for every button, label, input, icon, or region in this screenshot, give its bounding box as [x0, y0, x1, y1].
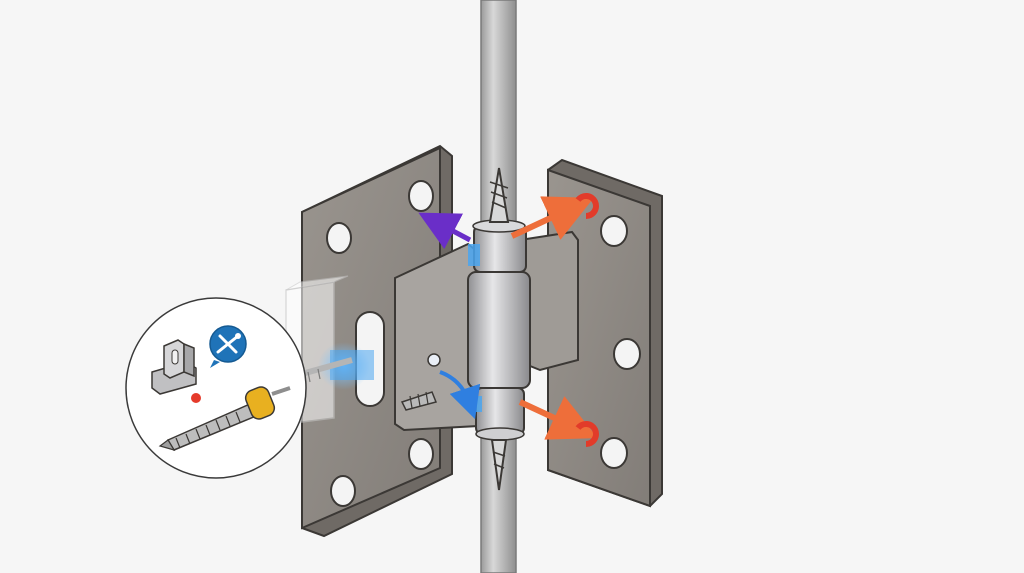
red-rotation-top — [575, 193, 599, 219]
red-dot — [191, 393, 201, 403]
bracket-screw — [400, 353, 441, 411]
left-plate-holes — [326, 180, 434, 507]
purple-arrow — [418, 212, 472, 250]
right-plate-holes — [600, 215, 641, 469]
motion-arrows — [418, 193, 599, 447]
orange-arrow-top — [510, 196, 594, 240]
screw-icon — [158, 386, 291, 451]
orange-arrow-bottom — [518, 396, 598, 440]
detail-callout — [125, 297, 307, 479]
bracket-icon — [151, 339, 197, 395]
hinge-pin — [488, 167, 510, 491]
wrench-screwdriver-icon — [209, 325, 247, 368]
blue-arrow — [439, 370, 481, 420]
left-leaf-plate — [301, 144, 453, 538]
red-rotation-bottom — [575, 421, 599, 447]
